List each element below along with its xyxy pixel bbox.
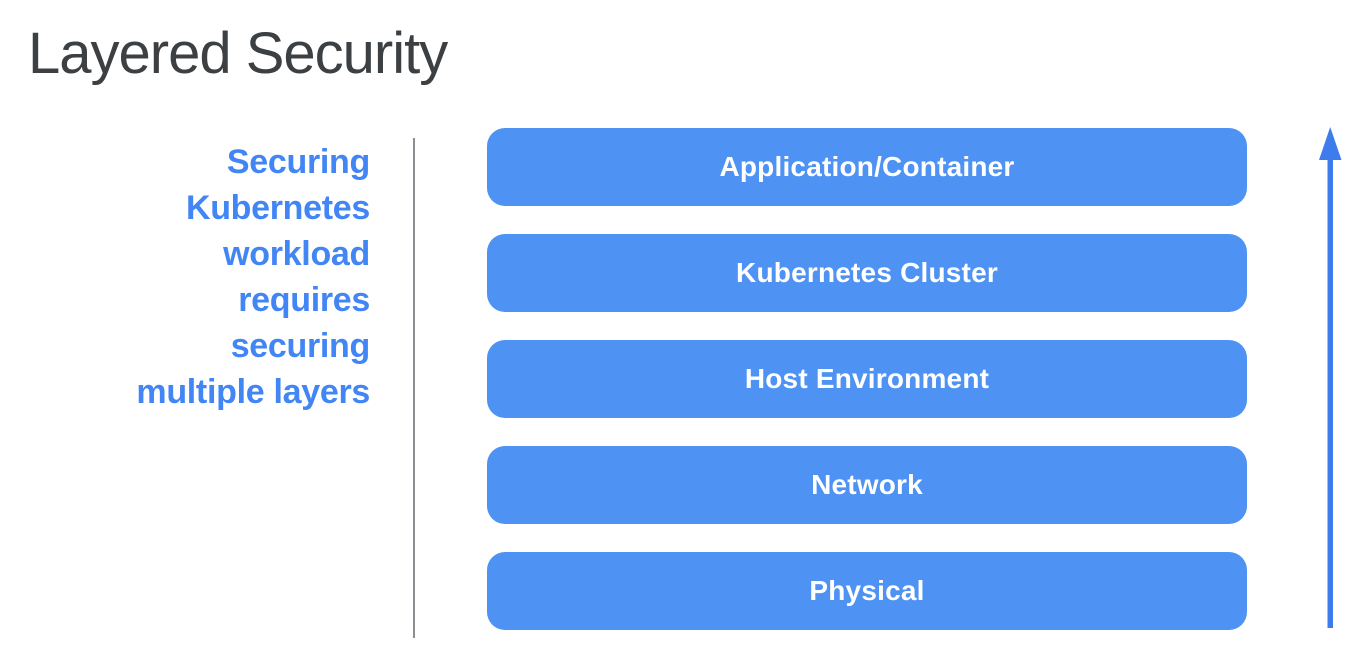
layer-bar-application-container: Application/Container bbox=[487, 128, 1247, 206]
caption-line: securing bbox=[230, 327, 371, 365]
caption-line: workload bbox=[223, 235, 370, 273]
layer-stack: Application/Container Kubernetes Cluster… bbox=[487, 128, 1247, 658]
caption: Securing Kubernetes workload requires se… bbox=[40, 139, 370, 415]
caption-line: Kubernetes bbox=[185, 189, 370, 227]
layer-bar-physical: Physical bbox=[487, 552, 1247, 630]
layer-bar-label: Physical bbox=[809, 575, 925, 606]
layer-bar-label: Kubernetes Cluster bbox=[736, 257, 998, 288]
layer-bar-host-environment: Host Environment bbox=[487, 340, 1247, 418]
caption-line: multiple layers bbox=[136, 373, 370, 411]
layer-bar-network: Network bbox=[487, 446, 1247, 524]
up-arrow-icon bbox=[1319, 127, 1342, 628]
caption-line: requires bbox=[238, 281, 370, 319]
layer-bar-label: Network bbox=[811, 469, 923, 500]
caption-line: Securing bbox=[226, 143, 370, 181]
vertical-divider bbox=[413, 138, 415, 638]
layer-bar-label: Host Environment bbox=[744, 363, 990, 394]
layer-bar-label: Application/Container bbox=[719, 151, 1015, 182]
page-title: Layered Security bbox=[28, 21, 448, 86]
layer-bar-kubernetes-cluster: Kubernetes Cluster bbox=[487, 234, 1247, 312]
